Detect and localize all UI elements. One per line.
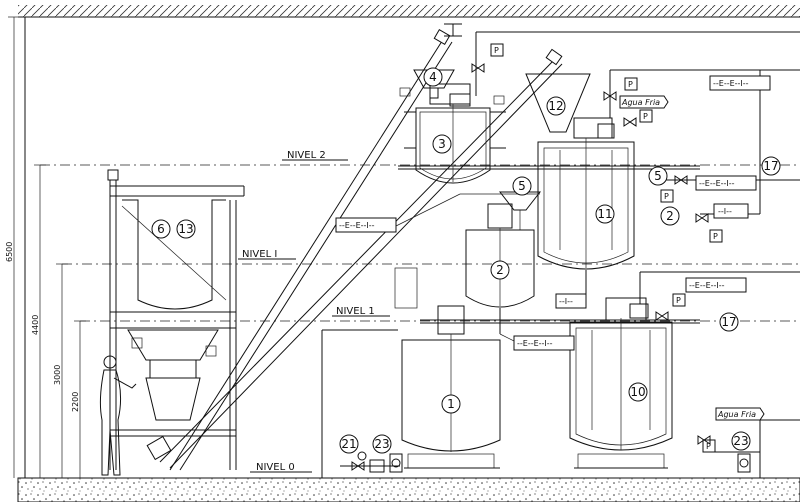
eq-23b: 23 [733, 434, 748, 448]
eq-17: 17 [763, 159, 778, 173]
signal-tag: --E--E--I-- [699, 179, 735, 188]
dim-3000: 3000 [53, 365, 62, 385]
eq-1: 1 [447, 397, 455, 411]
tank-10 [569, 297, 673, 469]
valve-p-label: P [664, 192, 669, 201]
inclined-conveyors [159, 28, 563, 471]
dim-2200: 2200 [71, 392, 80, 412]
valve-p-label: P [706, 442, 711, 451]
i-beam [444, 23, 462, 37]
eq-2: 2 [496, 263, 504, 277]
tank-11 [525, 73, 635, 300]
signal-tag: --E--E--I-- [689, 281, 725, 290]
filter-5 [498, 191, 542, 230]
signal-tags: --E--E--I-- --E--E--I-- --E--E--I-- --E-… [335, 75, 771, 351]
equipment-numbers: 1 2 3 4 5 5 2 6 13 10 11 12 17 17 21 23 … [151, 67, 781, 454]
eq-11: 11 [597, 207, 612, 221]
level-i-label: NIVEL I [242, 249, 277, 260]
level-1-label: NIVEL 1 [336, 306, 375, 317]
eq-5b: 5 [654, 169, 662, 183]
water-label: Agua Fria [621, 98, 660, 107]
eq-3: 3 [438, 137, 446, 151]
ceiling [18, 5, 800, 18]
level-2-label: NIVEL 2 [287, 150, 326, 161]
valve-p-label: P [676, 296, 681, 305]
valves [351, 63, 711, 471]
level-0-label: NIVEL 0 [256, 462, 295, 473]
silo-frame [107, 169, 245, 470]
valve-p-label: P [628, 80, 633, 89]
level-lines: NIVEL 2 NIVEL I NIVEL 1 NIVEL 0 [40, 150, 800, 473]
eq-13: 13 [178, 222, 193, 236]
signal-tag: --E--E--I-- [339, 221, 375, 230]
tank-1 [401, 305, 501, 469]
eq-10: 10 [630, 385, 645, 399]
pumps [357, 451, 751, 473]
signal-tag: --I-- [559, 297, 573, 306]
eq-17b: 17 [721, 315, 736, 329]
eq-23: 23 [374, 437, 389, 451]
eq-5: 5 [518, 179, 526, 193]
water-label: Agua Fria [717, 410, 756, 419]
platforms [321, 165, 700, 478]
dimension-lines: 6500 4400 3000 2200 [5, 16, 86, 478]
signal-tag: --E--E--I-- [713, 79, 749, 88]
valve-p-label: P [494, 46, 499, 55]
dim-6500: 6500 [5, 242, 14, 262]
signal-tag: --E--E--I-- [517, 339, 553, 348]
eq-21: 21 [341, 437, 356, 451]
eq-6: 6 [157, 222, 165, 236]
eq-12: 12 [548, 99, 563, 113]
eq-4: 4 [429, 70, 437, 84]
pipes [340, 31, 800, 478]
dim-4400: 4400 [31, 315, 40, 335]
cold-water-tags: Agua Fria Agua Fria [619, 95, 765, 421]
tank-3 [399, 83, 506, 184]
valve-p-label: P [713, 232, 718, 241]
operator-figure [99, 355, 137, 476]
eq-2b: 2 [666, 209, 674, 223]
signal-tag: --I-- [718, 207, 732, 216]
valve-p-label: P [643, 112, 648, 121]
valve-markers: P P P P P P P [490, 43, 723, 453]
floor [17, 477, 800, 502]
